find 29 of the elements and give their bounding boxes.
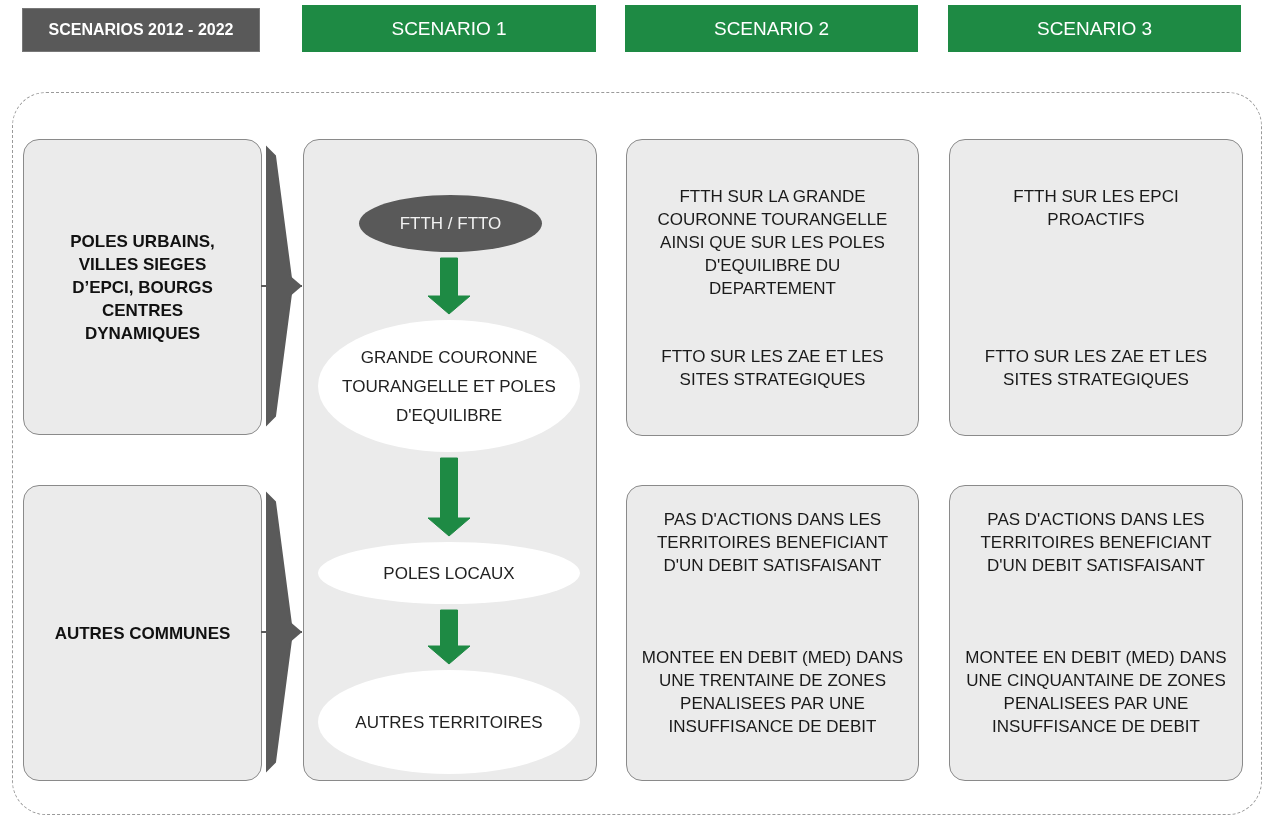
chevron-arrow [260,147,303,425]
scenario-panel [303,139,597,781]
header-label: SCENARIOS 2012 - 2022 [22,8,260,52]
scenario-text: MONTEE EN DEBIT (MED) DANS UNE TRENTAINE DE ZONES PENALISEES PAR UNE INSUFFISANCE DE DEBIT [641,647,904,738]
down-arrow [427,609,471,665]
scenario-text: FTTO SUR LES ZAE ET LES SITES STRATEGIQUES [983,346,1209,391]
category-box: AUTRES COMMUNES [23,485,262,781]
scenario-box [626,485,919,781]
category-box: POLES URBAINS, VILLES SIEGES D’EPCI, BOURGS CENTRES DYNAMIQUES [23,139,262,435]
scenario-text: FTTO SUR LES ZAE ET LES SITES STRATEGIQUES [660,346,885,391]
scenario-text: FTTH SUR LES EPCI PROACTIFS [1012,186,1180,231]
scenario-text: MONTEE EN DEBIT (MED) DANS UNE CINQUANTAINE DE ZONES PENALISEES PAR UNE INSUFFISANCE DE DEBIT [964,647,1228,738]
header-label: SCENARIO 1 [302,5,596,52]
ellipse-node: AUTRES TERRITOIRES [318,670,580,774]
ellipse-node: GRANDE COURONNE TOURANGELLE ET POLES D'EQUILIBRE [318,320,580,452]
ellipse-node: POLES LOCAUX [318,542,580,604]
down-arrow [427,457,471,537]
header-label: SCENARIO 2 [625,5,918,52]
down-arrow [427,257,471,315]
scenario-box [949,485,1243,781]
scenario-text: PAS D'ACTIONS DANS LES TERRITOIRES BENEFICIANT D'UN DEBIT SATISFAISANT [979,509,1213,577]
scenario-box [626,139,919,436]
header-label: SCENARIO 3 [948,5,1241,52]
scenario-text: PAS D'ACTIONS DANS LES TERRITOIRES BENEFICIANT D'UN DEBIT SATISFAISANT [655,509,890,577]
scenario-box [949,139,1243,436]
scenario-text: FTTH SUR LA GRANDE COURONNE TOURANGELLE AINSI QUE SUR LES POLES D'EQUILIBRE DU DEPARTEMENT [656,186,889,300]
chevron-arrow [260,493,303,771]
ellipse-node: FTTH / FTTO [359,195,542,252]
dashed-container [12,92,1262,815]
